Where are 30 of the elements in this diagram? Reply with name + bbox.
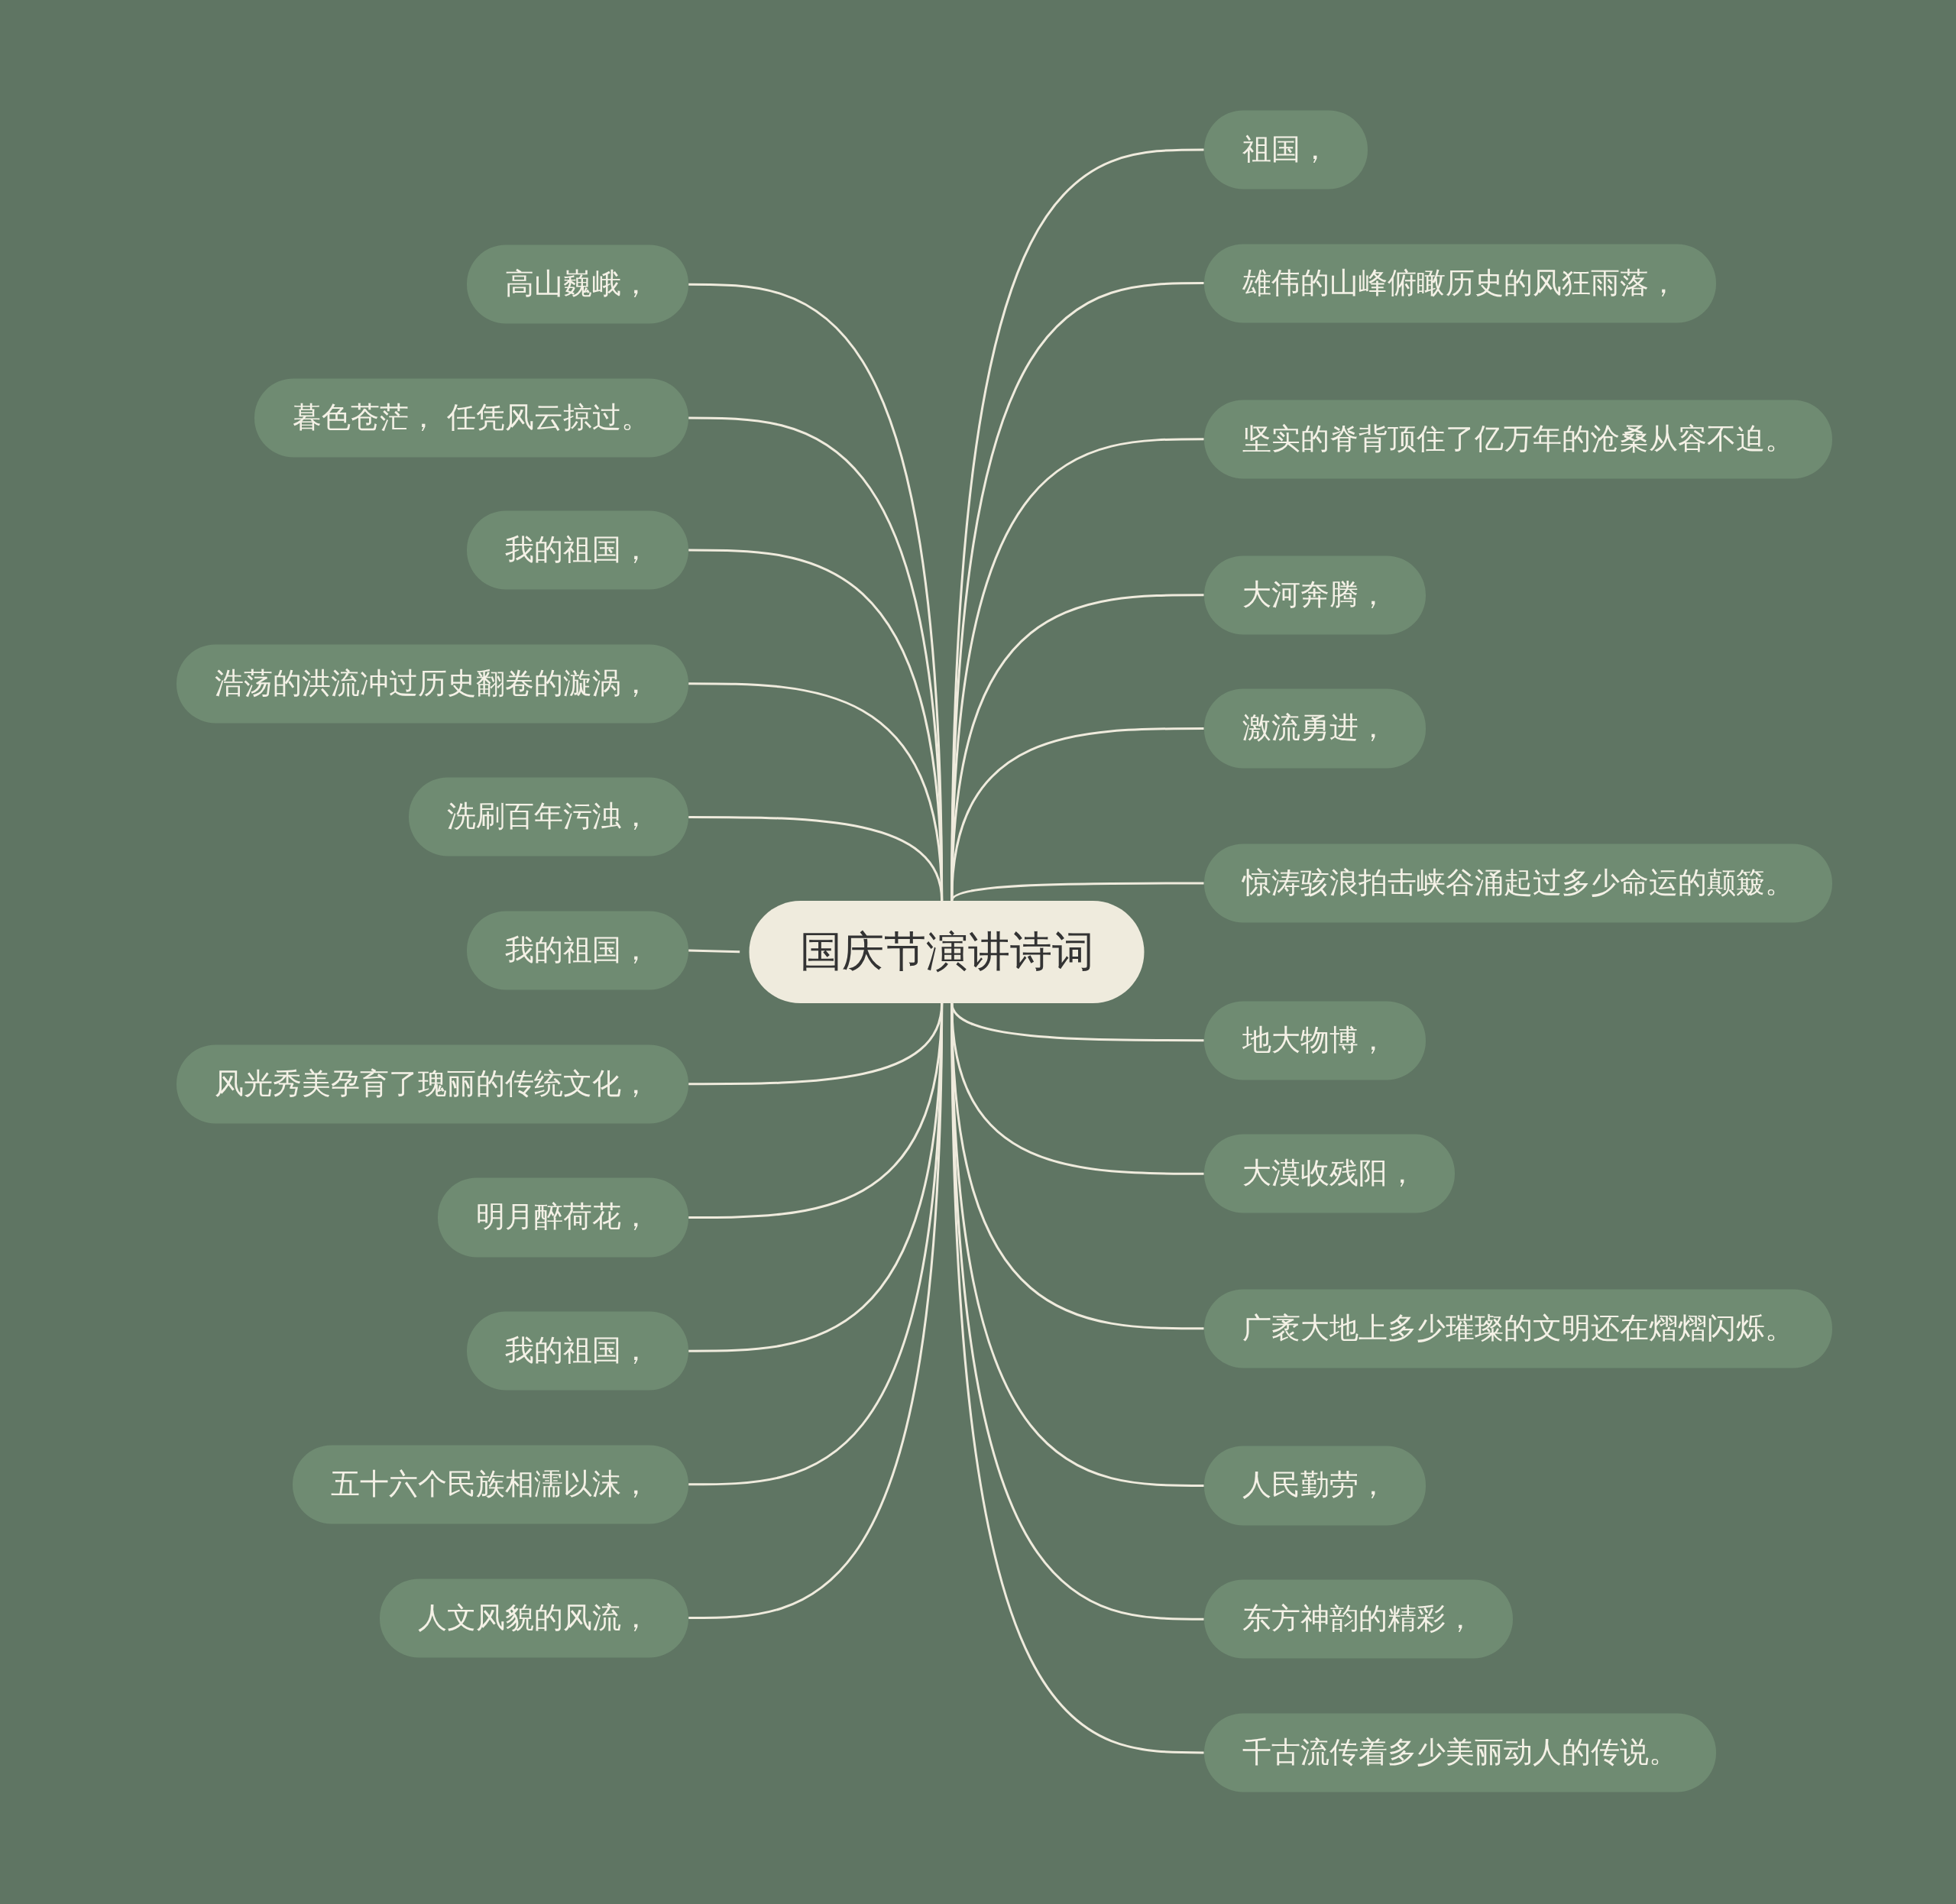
- branch-topic: 浩荡的洪流冲过历史翻卷的漩涡，: [176, 644, 689, 724]
- connector-line: [950, 1002, 1204, 1754]
- branch-topic: 我的祖国，: [467, 911, 689, 990]
- branch-topic: 雄伟的山峰俯瞰历史的风狂雨落，: [1203, 244, 1716, 323]
- branch-topic: 坚实的脊背顶住了亿万年的沧桑从容不迫。: [1203, 400, 1832, 479]
- branch-topic: 广袤大地上多少璀璨的文明还在熠熠闪烁。: [1203, 1289, 1832, 1368]
- branch-topic: 暮色苍茫， 任凭风云掠过。: [254, 378, 689, 458]
- connector-line: [950, 727, 1204, 901]
- central-topic: 国庆节演讲诗词: [749, 900, 1145, 1003]
- branch-topic: 祖国，: [1203, 110, 1368, 189]
- branch-topic: 激流勇进，: [1203, 688, 1426, 768]
- branch-topic: 千古流传着多少美丽动人的传说。: [1203, 1713, 1716, 1792]
- branch-topic: 洗刷百年污浊，: [409, 777, 689, 856]
- branch-topic: 地大物博，: [1203, 1001, 1426, 1080]
- connector-line: [688, 1002, 944, 1620]
- branch-topic: 我的祖国，: [467, 510, 689, 590]
- branch-topic: 大河奔腾，: [1203, 555, 1426, 635]
- branch-topic: 明月醉荷花，: [438, 1177, 689, 1257]
- branch-topic: 人民勤劳，: [1203, 1446, 1426, 1526]
- branch-topic: 风光秀美孕育了瑰丽的传统文化，: [176, 1044, 689, 1124]
- branch-topic: 惊涛骇浪拍击峡谷涌起过多少命运的颠簸。: [1203, 844, 1832, 923]
- connector-line: [950, 882, 1204, 902]
- branch-topic: 高山巍峨，: [467, 244, 689, 324]
- connector-line: [688, 949, 740, 954]
- connector-line: [688, 815, 944, 901]
- branch-topic: 我的祖国，: [467, 1311, 689, 1391]
- branch-topic: 五十六个民族相濡以沫，: [293, 1445, 689, 1524]
- branch-topic: 大漠收残阳，: [1203, 1134, 1455, 1213]
- branch-topic: 人文风貌的风流，: [380, 1579, 689, 1658]
- branch-topic: 东方神韵的精彩，: [1203, 1579, 1513, 1659]
